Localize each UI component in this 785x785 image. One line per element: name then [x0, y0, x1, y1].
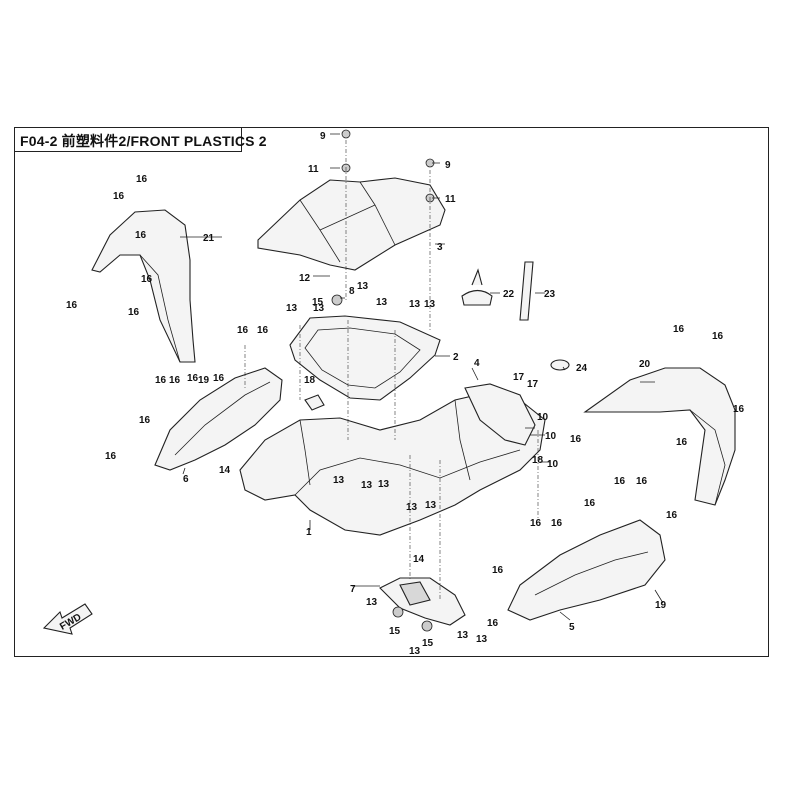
- callout-9-right: 9: [445, 160, 451, 171]
- callout-16-f: 16: [128, 307, 140, 318]
- callout-7: 7: [350, 584, 356, 595]
- part-2-storage-box: [289, 315, 441, 401]
- callout-17-b: 17: [527, 379, 539, 390]
- callout-3: 3: [437, 242, 443, 253]
- callout-13-k: 13: [425, 500, 437, 511]
- callout-16-aa: 16: [487, 618, 499, 629]
- callout-19-right: 19: [655, 600, 667, 611]
- callout-20: 20: [639, 359, 651, 370]
- callout-10-lower: 10: [545, 431, 557, 442]
- callout-labels: 1 2 3 4 5 6 7 8 9 9 10 10 10 11 11 12 13…: [66, 131, 745, 657]
- callout-13-h: 13: [361, 480, 373, 491]
- callout-13-g: 13: [333, 475, 345, 486]
- diagram-title: F04-2 前塑料件2/FRONT PLASTICS 2: [20, 133, 267, 149]
- callout-16-j: 16: [213, 373, 225, 384]
- callout-15-b: 15: [422, 638, 434, 649]
- callout-16-y: 16: [551, 518, 563, 529]
- callout-16-n: 16: [105, 451, 117, 462]
- callout-12: 12: [299, 273, 311, 284]
- callout-6: 6: [183, 474, 189, 485]
- callout-2: 2: [453, 352, 459, 363]
- part-24-cap: [550, 359, 570, 371]
- callout-5: 5: [569, 622, 575, 633]
- callout-22: 22: [503, 289, 515, 300]
- callout-13-o: 13: [476, 634, 488, 645]
- callout-18-right: 18: [532, 455, 544, 466]
- part-15-nut: [331, 294, 343, 306]
- callout-16-g: 16: [155, 375, 167, 386]
- callout-13-m: 13: [409, 646, 421, 657]
- callout-16-b: 16: [113, 191, 125, 202]
- callout-21: 21: [203, 233, 215, 244]
- callout-16-z: 16: [492, 565, 504, 576]
- callout-16-x: 16: [530, 518, 542, 529]
- part-9-fastener: [341, 129, 351, 139]
- callout-16-p: 16: [712, 331, 724, 342]
- part-15-nut: [421, 620, 433, 632]
- callout-17-a: 17: [513, 372, 525, 383]
- callout-9-top: 9: [320, 131, 326, 142]
- part-15-nut: [392, 606, 404, 618]
- callout-18-left: 18: [304, 375, 316, 386]
- callout-16-h: 16: [237, 325, 249, 336]
- callout-13-e: 13: [409, 299, 421, 310]
- part-3-hood-cover: [257, 177, 446, 271]
- title-box: [14, 127, 242, 152]
- part-23-hose: [519, 261, 534, 321]
- callout-16-u: 16: [636, 476, 648, 487]
- callout-14-left: 14: [219, 465, 231, 476]
- callout-16-t: 16: [614, 476, 626, 487]
- callout-16-q: 16: [733, 404, 745, 415]
- callout-15-top: 15: [312, 297, 324, 308]
- callout-24: 24: [576, 363, 588, 374]
- callout-11-right: 11: [445, 194, 456, 205]
- callout-16-c: 16: [135, 230, 147, 241]
- callout-15-a: 15: [389, 626, 401, 637]
- callout-16-i: 16: [257, 325, 269, 336]
- callout-13-a: 13: [286, 303, 298, 314]
- callout-14-lower: 14: [413, 554, 425, 565]
- part-5-right-footwell: [507, 519, 666, 621]
- callout-16-s: 16: [570, 434, 582, 445]
- callout-16-r: 16: [676, 437, 688, 448]
- part-6-left-side-panel: [154, 367, 283, 471]
- callout-4: 4: [474, 358, 480, 369]
- callout-16-a: 16: [136, 174, 148, 185]
- callout-16-k: 16: [169, 375, 181, 386]
- callout-23: 23: [544, 289, 556, 300]
- callout-13-d: 13: [376, 297, 388, 308]
- callout-10-side: 10: [547, 459, 559, 470]
- callout-11-left: 11: [308, 164, 319, 175]
- part-18-clip: [304, 394, 325, 411]
- callout-16-v: 16: [584, 498, 596, 509]
- callout-10-upper: 10: [537, 412, 549, 423]
- diagram-frame: [14, 127, 769, 657]
- callout-13-f: 13: [424, 299, 436, 310]
- callout-13-l: 13: [366, 597, 378, 608]
- callout-8: 8: [349, 286, 355, 297]
- callout-13-n: 13: [457, 630, 469, 641]
- callout-16-o: 16: [673, 324, 685, 335]
- callout-16-e: 16: [66, 300, 78, 311]
- callout-13-c: 13: [357, 281, 369, 292]
- callout-16-m: 16: [139, 415, 151, 426]
- callout-1: 1: [306, 527, 312, 538]
- callout-13-j: 13: [406, 502, 418, 513]
- callout-16-l: 16: [187, 373, 199, 384]
- callout-13-i: 13: [378, 479, 390, 490]
- part-22-funnel: [461, 268, 493, 306]
- callout-16-d: 16: [141, 274, 153, 285]
- callout-19-left: 19: [198, 375, 210, 386]
- fwd-arrow: [42, 603, 93, 635]
- part-20-right-fender-flare: [583, 367, 736, 506]
- callout-16-w: 16: [666, 510, 678, 521]
- callout-13-b: 13: [313, 303, 325, 314]
